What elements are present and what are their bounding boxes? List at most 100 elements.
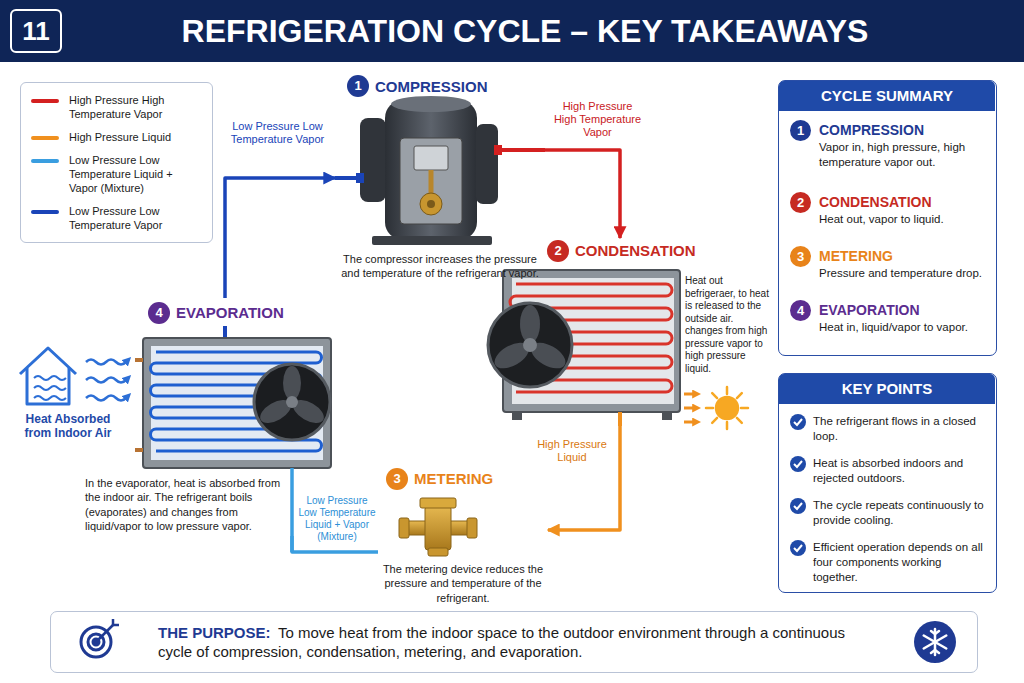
- sun-icon: [737, 418, 742, 423]
- sun-icon: [716, 397, 738, 419]
- text-slot: 11: [12, 11, 60, 51]
- step-digit: 4: [148, 302, 170, 324]
- text-slot: METERING: [414, 469, 544, 489]
- sun-icon: [726, 422, 729, 429]
- valve-illustration: [428, 548, 448, 556]
- step-digit: 1: [790, 120, 811, 141]
- compressor-illustration: [385, 100, 477, 240]
- key-point: The refrigerant flows in a closed loop.: [813, 414, 989, 444]
- step-number: 3: [386, 468, 408, 490]
- heat-absorb-arrows: [86, 360, 126, 401]
- slide-number-badge: 11: [10, 9, 62, 53]
- legend-swatch: [31, 99, 59, 103]
- compressor-illustration: [414, 146, 448, 170]
- flow-label: Low Pressure Low Temperature Vapor: [230, 120, 325, 146]
- connector-layer: [225, 150, 620, 552]
- text-slot: Heat out befrigeraer, to heat is release…: [685, 275, 773, 375]
- legend-swatch: [31, 136, 59, 140]
- page-title: REFRIGERATION CYCLE – KEY TAKEAWAYS: [90, 10, 960, 52]
- purpose-bar: THE PURPOSE:To move heat from the indoor…: [50, 611, 978, 673]
- key-point: Efficient operation depends on all four …: [813, 540, 989, 585]
- text-slot: 2: [547, 240, 569, 262]
- step-number: 4: [148, 302, 170, 324]
- evaporation-stage: EVAPORATIONIn the evaporator, heat is ab…: [78, 298, 338, 536]
- snowflake-icon: [924, 629, 947, 655]
- text-slot: COMPRESSION: [375, 77, 540, 97]
- check-icons: [790, 456, 806, 472]
- connector-label-slot: High Pressure Liquid: [530, 438, 614, 464]
- stage-heading: EVAPORATION: [176, 303, 326, 323]
- flow-label: High Pressure Liquid: [530, 438, 614, 464]
- text-slot: The compressor increases the pressure an…: [335, 252, 545, 281]
- sun-icon: [706, 387, 748, 429]
- step-number: 1: [790, 120, 811, 141]
- summary-text: Heat out, vapor to liquid.: [819, 212, 989, 227]
- target-icon: [112, 619, 115, 625]
- compressor-illustration: [391, 96, 471, 112]
- summary-panel: CYCLE SUMMARY COMPRESSIONVapor in, high p…: [778, 80, 997, 356]
- check-icons: [790, 540, 806, 556]
- snowflake-icon: [935, 631, 939, 634]
- sun-icon: [741, 407, 748, 410]
- condenser-illustration: [488, 303, 572, 387]
- valve-illustration: [467, 518, 477, 538]
- metering-stage: METERING The metering device reduces the …: [378, 468, 548, 608]
- sun-icon: [712, 393, 717, 398]
- legend-text: Low Pressure Low Temperature Vapor: [69, 204, 202, 232]
- flow-connector: [225, 178, 335, 298]
- stage-description: Heat out befrigeraer, to heat is release…: [685, 275, 773, 375]
- legend-item: High Pressure Liquid: [31, 130, 202, 144]
- compressor-illustration: [420, 193, 442, 215]
- legend-item: High Pressure High Temperature Vapor: [31, 93, 202, 121]
- evaporator-illustration: [283, 366, 301, 400]
- stage-description: The metering device reduces the pressure…: [378, 562, 548, 605]
- evaporator-illustration: [254, 364, 330, 440]
- stage-heading: CONDENSATION: [575, 241, 770, 261]
- text-slot: 3: [790, 246, 811, 267]
- heat-rejection-arrows: [684, 407, 694, 410]
- heat-absorb-arrows: [86, 396, 126, 401]
- house-icon: [34, 376, 66, 380]
- text-slot: 4: [790, 300, 811, 321]
- text-slot: Efficient operation depends on all four …: [813, 540, 989, 585]
- summary-heading: EVAPORATION: [819, 301, 989, 319]
- text-slot: Vapor in, high pressure, high temperatur…: [819, 140, 989, 170]
- title-area: REFRIGERATION CYCLE – KEY TAKEAWAYS: [90, 10, 960, 52]
- flow-label: Low Pressure Low Temperature Liquid + Va…: [296, 495, 378, 543]
- text-slot: The metering device reduces the pressure…: [378, 562, 548, 605]
- summary-heading: COMPRESSION: [819, 121, 989, 139]
- panel-heading: KEY POINTS: [779, 374, 995, 404]
- text-slot: CYCLE SUMMARY: [779, 81, 995, 111]
- heat-rejection-arrows: [684, 421, 694, 424]
- text-slot: 4: [148, 302, 170, 324]
- compressor-illustration: [335, 96, 545, 245]
- text-slot: KEY POINTS: [779, 374, 995, 404]
- valve-illustration: [425, 506, 451, 550]
- key-point: The cycle repeats continuously to provid…: [813, 498, 989, 528]
- compressor-illustration: [427, 200, 435, 208]
- evaporator-illustration: [135, 326, 331, 552]
- snowflake-icon: [914, 621, 956, 663]
- text-slot: EVAPORATION: [819, 301, 989, 319]
- target-icon: [96, 625, 113, 642]
- condenser-illustration: [618, 412, 622, 426]
- legend-text: High Pressure Liquid: [69, 130, 202, 144]
- flow-label: High Pressure High Temperature Vapor: [550, 100, 645, 139]
- step-digit: 2: [547, 240, 569, 262]
- flow-connector: [545, 150, 620, 238]
- step-digit: 2: [790, 192, 811, 213]
- text-slot: Heat in, liquid/vapor to vapor.: [819, 320, 989, 335]
- valve-illustration: [399, 518, 409, 538]
- stage-description: The compressor increases the pressure an…: [335, 252, 545, 281]
- legend-swatch: [31, 159, 59, 163]
- legend-text: High Pressure High Temperature Vapor: [69, 93, 202, 121]
- text-slot: 1: [347, 75, 369, 97]
- purpose-text: To move heat from the indoor space to th…: [158, 623, 878, 661]
- text-slot: METERING: [819, 247, 989, 265]
- check-icons: [794, 503, 802, 509]
- text-slot: Heat is absorbed indoors and rejected ou…: [813, 456, 989, 486]
- compressor-illustration: [360, 118, 386, 202]
- compression-stage: COMPRESSION The compressor increases the …: [335, 72, 545, 294]
- panel-heading: CYCLE SUMMARY: [779, 81, 995, 111]
